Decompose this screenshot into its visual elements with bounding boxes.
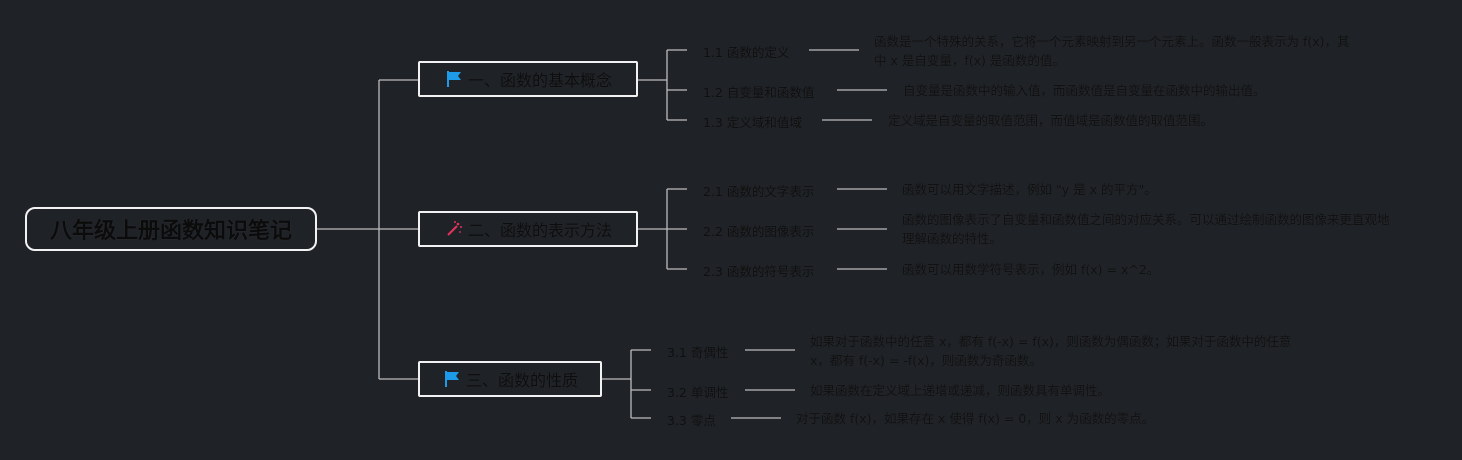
note-1-1: 函数是一个特殊的关系，它将一个元素映射到另一个元素上。函数一般表示为 f(x)，… <box>874 34 1350 68</box>
subtopic-1-3[interactable]: 1.3 定义域和值域 <box>703 115 802 130</box>
branch-label: 一、函数的基本概念 <box>467 71 612 90</box>
subtopic-3-2[interactable]: 3.2 单调性 <box>667 385 729 400</box>
root-topic[interactable]: 八年级上册函数知识笔记 <box>25 207 317 251</box>
subtopic-2-1[interactable]: 2.1 函数的文字表示 <box>703 184 815 199</box>
note-3-2: 如果函数在定义域上递增或递减，则函数具有单调性。 <box>810 383 1111 398</box>
note-3-1: 如果对于函数中的任意 x，都有 f(-x) = f(x)，则函数为偶函数；如果对… <box>810 334 1292 368</box>
note-2-2: 函数的图像表示了自变量和函数值之间的对应关系。可以通过绘制函数的图像来更直观地理… <box>902 212 1390 246</box>
note-2-1: 函数可以用文字描述，例如 "y 是 x 的平方"。 <box>902 182 1157 197</box>
magic-wand-icon <box>444 219 464 239</box>
flag-icon <box>442 369 462 389</box>
branch-label: 三、函数的性质 <box>465 371 578 390</box>
branch-representation[interactable]: 二、函数的表示方法 <box>418 211 638 247</box>
branch-label: 二、函数的表示方法 <box>467 221 612 240</box>
note-1-2: 自变量是函数中的输入值，而函数值是自变量在函数中的输出值。 <box>903 83 1266 98</box>
root-title: 八年级上册函数知识笔记 <box>49 219 292 244</box>
flag-icon <box>444 69 464 89</box>
branch-basic-concepts[interactable]: 一、函数的基本概念 <box>418 61 638 97</box>
note-3-3: 对于函数 f(x)，如果存在 x 使得 f(x) = 0，则 x 为函数的零点。 <box>796 411 1155 426</box>
note-2-3: 函数可以用数学符号表示，例如 f(x) = x^2。 <box>902 262 1160 277</box>
subtopic-2-3[interactable]: 2.3 函数的符号表示 <box>703 264 815 279</box>
subtopic-2-2[interactable]: 2.2 函数的图像表示 <box>703 224 815 239</box>
subtopic-3-1[interactable]: 3.1 奇偶性 <box>667 345 729 360</box>
subtopic-1-1[interactable]: 1.1 函数的定义 <box>703 45 790 60</box>
subtopic-1-2[interactable]: 1.2 自变量和函数值 <box>703 85 815 100</box>
note-1-3: 定义域是自变量的取值范围，而值域是函数值的取值范围。 <box>888 113 1214 128</box>
subtopic-3-3[interactable]: 3.3 零点 <box>667 413 716 428</box>
branch-properties[interactable]: 三、函数的性质 <box>418 361 602 397</box>
